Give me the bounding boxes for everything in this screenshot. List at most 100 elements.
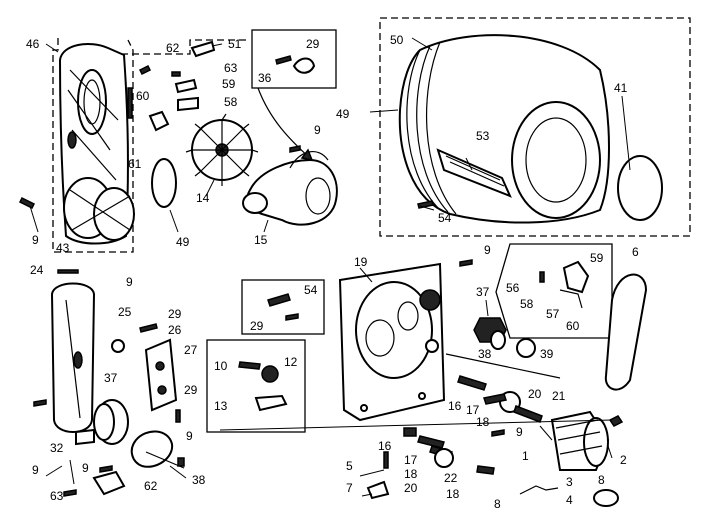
bracket-7	[366, 480, 390, 500]
callout-9-valve: 9	[82, 461, 89, 475]
callout-54: 60	[566, 319, 580, 333]
callout-30: 32	[50, 441, 64, 455]
drum-seal-41	[617, 155, 663, 221]
callout-9-right: 9	[186, 429, 193, 443]
callout-18-upper: 18	[476, 415, 490, 429]
callout-2: 2	[620, 453, 627, 467]
callout-19: 19	[354, 255, 368, 269]
clip-2	[608, 415, 624, 427]
callout-5: 5	[346, 459, 353, 473]
duct-assembly-group-box	[52, 38, 134, 253]
pin-60	[127, 87, 133, 119]
arm-13	[254, 394, 288, 412]
callout-9-lower: 9	[516, 425, 523, 439]
arrow-to-housing	[300, 148, 314, 162]
callout-7: 7	[346, 481, 353, 495]
pulley-4	[593, 489, 619, 507]
callout-29-mid: 29	[184, 383, 198, 397]
callout-3: 3	[566, 475, 573, 489]
callout-10: 10	[214, 359, 228, 373]
callout-14: 14	[196, 191, 210, 205]
belt-arc	[257, 87, 313, 161]
callout-16-lower: 16	[378, 439, 392, 453]
callout-41: 41	[614, 81, 628, 95]
callout-58: 58	[224, 95, 238, 109]
callout-24: 24	[30, 263, 44, 277]
callout-42: 43	[56, 241, 70, 255]
callout-52: 58	[520, 297, 534, 311]
callout-4: 4	[566, 493, 573, 507]
leader-lines	[29, 37, 631, 497]
callout-9-bulkhead: 9	[484, 243, 491, 257]
motor-1	[550, 410, 610, 471]
idler-group-box	[206, 339, 306, 433]
callout-46: 50	[390, 33, 404, 47]
callout-32: 38	[192, 473, 206, 487]
callout-29-top: 29	[306, 37, 320, 51]
shaft-line	[445, 353, 561, 379]
bracket-59	[174, 78, 198, 94]
callout-18-lower: 18	[404, 467, 418, 481]
seal-44	[151, 158, 177, 208]
callout-39: 39	[540, 347, 554, 361]
callout-50: 56	[506, 281, 520, 295]
callout-40: 46	[26, 37, 40, 51]
screw-29-left	[139, 323, 158, 333]
callout-1: 1	[522, 449, 529, 463]
callout-13: 13	[214, 399, 228, 413]
switch-group-box	[495, 243, 613, 339]
callout-8-bottom: 8	[494, 497, 501, 511]
pulley-36	[292, 57, 316, 74]
callout-37: 37	[476, 285, 490, 299]
screw-29-mid	[175, 409, 181, 423]
screw-9-top-left	[18, 196, 36, 210]
callout-60: 60	[136, 89, 150, 103]
callout-9-upper: 9	[314, 123, 321, 137]
callout-63: 63	[50, 489, 64, 503]
callout-62: 62	[144, 479, 158, 493]
switch-53	[562, 260, 590, 294]
bracket-51	[559, 289, 583, 309]
screw-9-bulkhead	[459, 259, 473, 267]
callout-labels: 46 62 51 29 36 63 60 59 58 61 14 9 15 49…	[26, 33, 639, 511]
callout-45: 49	[336, 107, 350, 121]
nut-16	[403, 427, 417, 437]
screw-29-box	[285, 313, 299, 321]
washer-38	[490, 330, 506, 350]
bracket-58	[177, 96, 199, 112]
clip-8	[519, 485, 559, 495]
screw-56	[138, 64, 152, 76]
clip-22	[476, 465, 495, 475]
wire-24	[57, 269, 79, 274]
front-seal-42	[63, 177, 135, 241]
callout-16-upper: 16	[448, 399, 462, 413]
callout-12: 12	[284, 355, 298, 369]
bolt-10	[238, 361, 261, 370]
callout-57: 63	[224, 61, 238, 75]
callout-47: 53	[476, 129, 490, 143]
idler-arm-18	[483, 393, 507, 405]
callout-20-lower: 20	[404, 481, 418, 495]
pulley-20-lower	[434, 448, 454, 468]
ring-39	[516, 338, 536, 358]
clip-43	[190, 40, 216, 58]
callout-31: 37	[104, 371, 118, 385]
callout-49: 54	[304, 283, 318, 297]
idler-21	[513, 405, 543, 423]
callout-36: 36	[258, 71, 272, 85]
pulley-12	[261, 365, 279, 383]
pulley-group-box	[251, 29, 337, 89]
callout-15: 15	[254, 233, 268, 247]
bracket-27	[144, 338, 178, 412]
front-duct-25	[50, 282, 96, 433]
spring-17-lower	[417, 435, 445, 449]
callout-44: 49	[176, 235, 190, 249]
callout-61: 61	[128, 157, 142, 171]
rear-bulkhead-19	[338, 262, 446, 422]
screw-48	[417, 200, 434, 209]
callout-51: 57	[546, 307, 560, 321]
blower-housing-15	[242, 151, 338, 226]
latch-61	[148, 110, 170, 132]
callout-29-left: 29	[168, 307, 182, 321]
screw-63	[63, 489, 77, 497]
